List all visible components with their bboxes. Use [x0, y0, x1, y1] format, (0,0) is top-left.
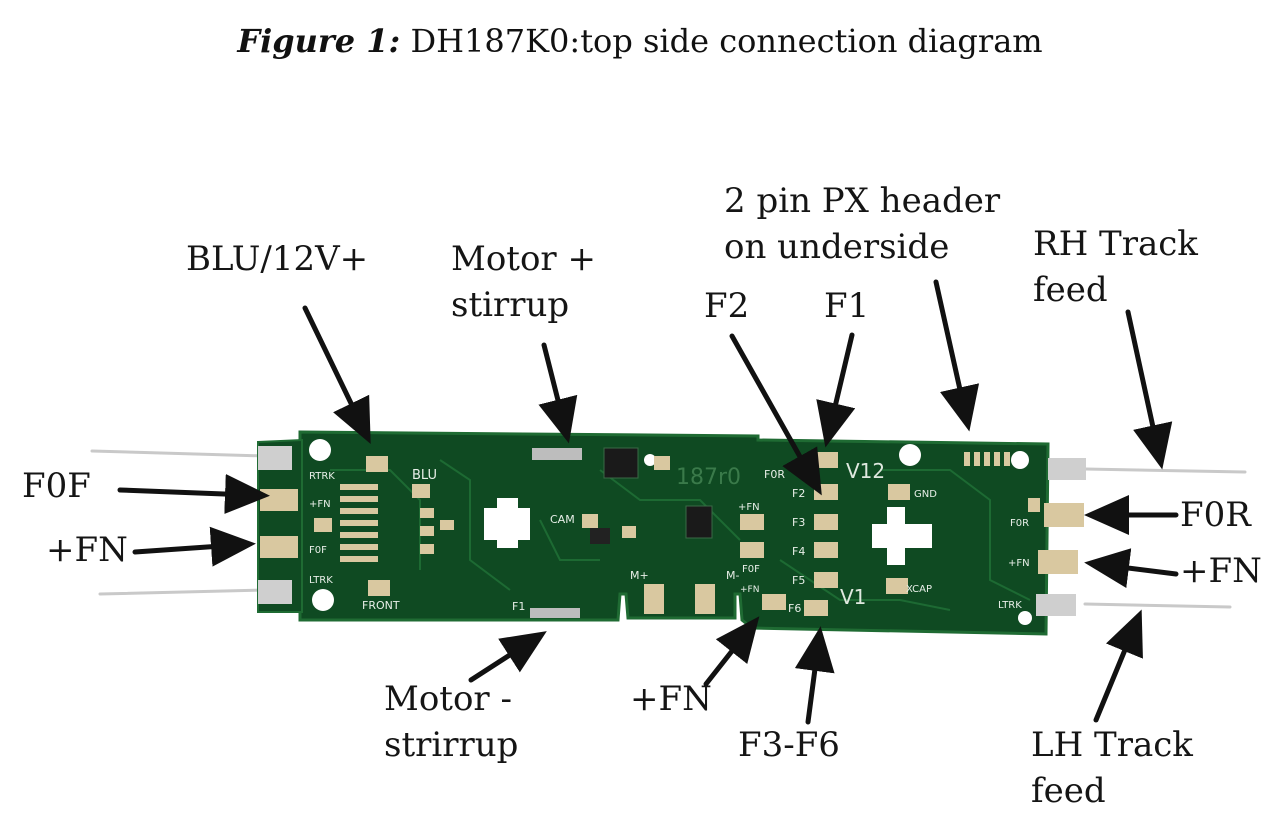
board-cutout-left [484, 498, 530, 548]
silk-m-plus: M+ [630, 569, 649, 582]
arrow-f3-f6 [794, 626, 835, 725]
silk-fn-left: +FN [309, 499, 331, 510]
ic-chips [590, 447, 713, 544]
figure-number: Figure 1: [237, 22, 401, 60]
figure-caption: Figure 1: DH187K0:top side connection di… [0, 22, 1280, 60]
silk-f0f-mid: F0F [742, 564, 760, 575]
figure-title: DH187K0:top side connection diagram [410, 22, 1043, 60]
silk-f0r-right: F0R [1010, 518, 1029, 529]
smd-pads [314, 448, 1040, 618]
silk-f3: F3 [792, 516, 805, 529]
silk-gnd: GND [914, 489, 937, 500]
silk-f4: F4 [792, 545, 805, 558]
silk-v1: V1 [840, 585, 866, 609]
arrow-blu [302, 305, 371, 445]
label-rh-track: RH Track feed [1033, 224, 1198, 310]
silk-fn-low: +FN [740, 585, 759, 595]
label-motor-minus: Motor - strirrup [384, 679, 519, 765]
silk-fn-mid: +FN [738, 502, 760, 513]
arrow-lh-track [1093, 609, 1143, 723]
left-edge-pads [258, 446, 298, 604]
label-px-header: 2 pin PX header on underside [724, 181, 1001, 267]
label-fn-bottom: +FN [630, 679, 712, 719]
arrow-f1 [816, 332, 856, 448]
silk-blu: BLU [412, 468, 437, 483]
silk-f6: F6 [788, 602, 801, 615]
silk-f5: F5 [792, 574, 805, 587]
silk-rtrk: RTRK [309, 471, 335, 482]
silk-cam: CAM [550, 513, 575, 526]
label-motor-plus: Motor + stirrup [451, 239, 596, 325]
silk-v12: V12 [846, 459, 885, 483]
silk-f1: F1 [512, 600, 525, 613]
label-fn-right: +FN [1180, 551, 1262, 591]
callout-arrows [117, 279, 1179, 725]
label-blu-12v: BLU/12V+ [186, 239, 369, 279]
silk-ltrk-right: LTRK [998, 600, 1022, 611]
label-fn-left: +FN [46, 530, 128, 570]
arrow-fn-bottom [703, 616, 760, 687]
right-edge-pads [1036, 458, 1086, 616]
silk-f2: F2 [792, 487, 805, 500]
label-f3-f6: F3-F6 [738, 725, 840, 765]
mounting-holes [309, 439, 1032, 625]
label-f0r: F0R [1180, 495, 1251, 535]
silk-xcap: XCAP [906, 584, 932, 595]
silk-f0r-top: F0R [764, 468, 785, 481]
label-f1: F1 [824, 286, 870, 326]
label-f2: F2 [704, 286, 750, 326]
arrow-rh-track [1125, 309, 1173, 470]
pcb-board [298, 430, 1050, 636]
label-lh-track: LH Track feed [1031, 725, 1193, 811]
arrow-motor-plus [538, 342, 578, 444]
silk-f0f-left: F0F [309, 545, 327, 556]
px-header-pins [964, 452, 1010, 466]
arrow-px-header [933, 279, 980, 432]
silk-ltrk-left: LTRK [309, 575, 333, 586]
arrow-f0f [117, 474, 270, 515]
silk-m-minus: M- [726, 569, 739, 582]
arrow-fn-right [1084, 548, 1179, 588]
board-cutout-right [872, 507, 932, 565]
label-f0f: F0F [22, 466, 91, 506]
silk-front: FRONT [362, 599, 400, 612]
arrow-f2 [729, 333, 822, 496]
silk-fn-right: +FN [1008, 558, 1030, 569]
arrow-motor-minus [468, 631, 547, 683]
silkscreen: RTRK +FN F0F LTRK BLU FRONT CAM F1 M+ M-… [309, 459, 1030, 615]
arrow-fn-left [132, 526, 256, 567]
wire-leads [90, 449, 1247, 609]
silk-board-id: 187r0 [676, 465, 741, 490]
